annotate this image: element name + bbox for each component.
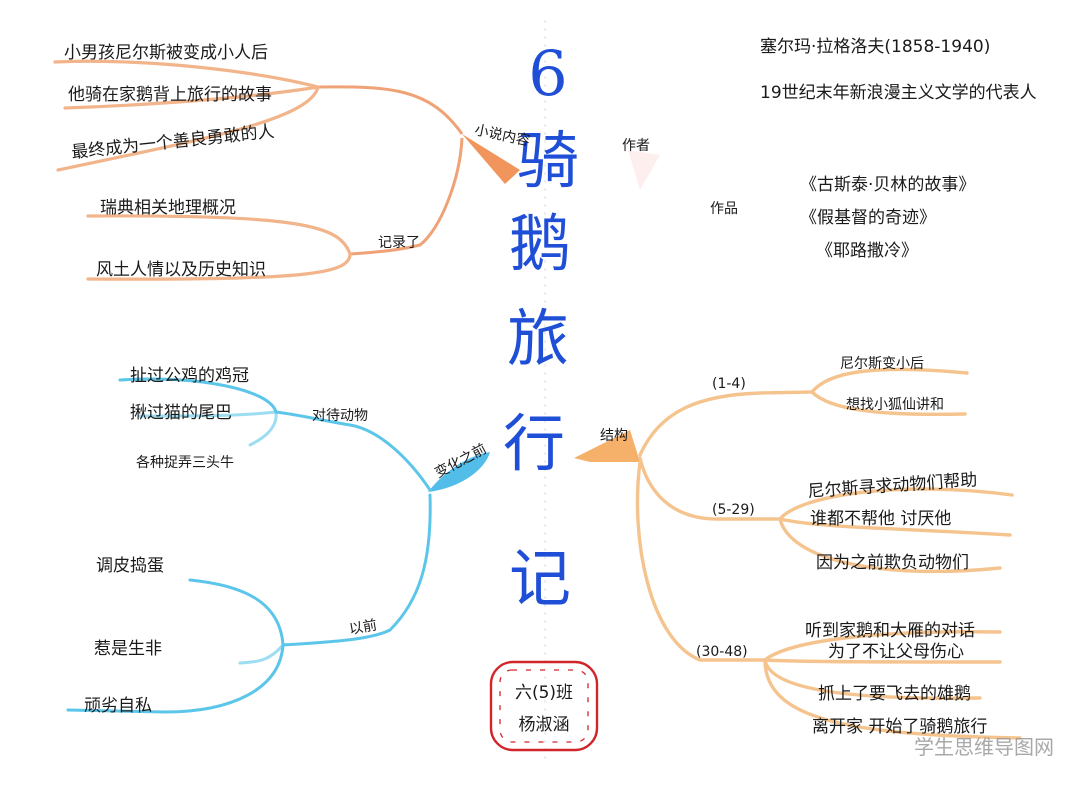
works-item-1: 《古斯泰·贝林的故事》 <box>800 175 975 195</box>
title-char-5: 记 <box>509 542 571 615</box>
before-line-1 <box>188 578 285 647</box>
animals-main-branch <box>274 410 432 492</box>
signature-name: 杨淑涵 <box>519 715 570 735</box>
section-2-branch <box>638 456 782 521</box>
plot-item-1: 小男孩尼尔斯被变成小人后 <box>64 43 268 63</box>
section-3-line-3 <box>763 658 982 700</box>
plot-item-3: 最终成为一个善良勇敢的人 <box>70 122 275 163</box>
section-2-item-3: 因为之前欺负动物们 <box>816 553 969 573</box>
branch-author: 作者 塞尔玛·拉格洛夫(1858-1940) 19世纪末年新浪漫主义文学的代表人 <box>622 37 1037 190</box>
animals-line-3 <box>248 410 278 447</box>
plot-node-shape <box>462 134 520 184</box>
section-1-item-2: 想找小狐仙讲和 <box>846 397 944 413</box>
structure-label: 结构 <box>600 428 628 444</box>
record-item-2: 风土人情以及历史知识 <box>96 260 266 280</box>
author-label: 作者 <box>622 138 650 154</box>
section-3-item-2: 为了不让父母伤心 <box>828 642 964 662</box>
section-2-item-2: 谁都不帮他 讨厌他 <box>810 509 951 529</box>
section-3-branch <box>635 460 767 662</box>
author-name: 塞尔玛·拉格洛夫(1858-1940) <box>760 37 990 57</box>
works-item-3: 《耶路撒冷》 <box>816 241 918 261</box>
watermark: 学生思维导图网 <box>914 735 1054 759</box>
section-3-line-4 <box>763 658 1022 740</box>
section-1-line-1 <box>810 367 969 394</box>
plot-line-2 <box>63 85 320 110</box>
animals-item-3: 各种捉弄三头牛 <box>136 455 234 471</box>
section-2-line-1 <box>778 487 1014 521</box>
record-main-branch <box>349 137 464 256</box>
signature-dashed-border <box>499 669 589 743</box>
record-label: 记录了 <box>378 235 420 251</box>
before-item-2: 惹是生非 <box>94 639 162 659</box>
title-char-1: 骑 <box>517 124 579 197</box>
title-group: 6 骑 鹅 旅 行 记 <box>503 37 579 615</box>
record-line-1 <box>86 214 352 256</box>
branch-works: 作品 《古斯泰·贝林的故事》 《假基督的奇迹》 《耶路撒冷》 <box>710 175 975 261</box>
branch-change: 变化之前 对待动物 扯过公鸡的鸡冠 揪过猫的尾巴 各种捉弄三头牛 以前 调皮捣蛋… <box>66 366 490 716</box>
branch-plot: 小说内容 小男孩尼尔斯被变成小人后 他骑在家鹅背上旅行的故事 最终成为一个善良勇… <box>53 43 531 281</box>
section-3-line-1 <box>763 630 1002 662</box>
section-3-item-4: 离开家 开始了骑鹅旅行 <box>812 717 987 737</box>
animals-line-2 <box>138 410 278 418</box>
works-item-2: 《假基督的奇迹》 <box>800 208 936 228</box>
before-line-3 <box>66 643 285 714</box>
structure-node-shape <box>574 430 640 462</box>
before-line-2 <box>238 643 285 665</box>
signature-class: 六(5)班 <box>515 683 573 703</box>
title-char-4: 行 <box>503 407 565 480</box>
section-2-item-1: 尼尔斯寻求动物们帮助 <box>807 470 978 502</box>
section-1-item-1: 尼尔斯变小后 <box>840 356 924 372</box>
section-2-line-2 <box>778 517 1012 537</box>
record-item-1: 瑞典相关地理概况 <box>100 198 236 218</box>
title-char-2: 鹅 <box>509 207 571 280</box>
section-2-label: (5-29) <box>712 502 755 518</box>
section-2-line-3 <box>778 517 1002 574</box>
animals-item-1: 扯过公鸡的鸡冠 <box>130 366 249 386</box>
before-item-1: 调皮捣蛋 <box>96 556 164 576</box>
section-1-label: (1-4) <box>712 376 746 392</box>
works-label: 作品 <box>710 201 738 217</box>
before-item-3: 顽劣自私 <box>84 696 152 716</box>
section-3-item-1: 听到家鹅和大雁的对话 <box>805 621 975 641</box>
author-node-shape <box>628 150 660 190</box>
animals-line-1 <box>118 377 278 414</box>
plot-line-3 <box>56 85 320 172</box>
section-3-label: (30-48) <box>696 644 748 660</box>
animals-item-2: 揪过猫的尾巴 <box>130 403 232 423</box>
before-label: 以前 <box>348 616 379 638</box>
title-char-3: 旅 <box>507 302 569 375</box>
author-desc: 19世纪末年新浪漫主义文学的代表人 <box>760 83 1037 103</box>
signature-border <box>489 660 599 752</box>
plot-line-1 <box>53 59 320 89</box>
plot-item-2: 他骑在家鹅背上旅行的故事 <box>68 85 272 105</box>
section-3-line-2 <box>763 658 1002 664</box>
section-1-branch <box>638 390 814 457</box>
record-line-2 <box>86 252 352 281</box>
animals-label: 对待动物 <box>312 408 368 424</box>
signature-box: 六(5)班 杨淑涵 <box>489 660 599 752</box>
change-node-shape <box>428 452 490 492</box>
before-main-branch <box>281 493 432 647</box>
plot-main-branch <box>317 85 464 135</box>
title-number: 6 <box>528 37 567 110</box>
branch-structure: 结构 (1-4) 尼尔斯变小后 想找小狐仙讲和 (5-29) 尼尔斯寻求动物们帮… <box>574 356 1022 740</box>
section-1-line-2 <box>810 390 967 417</box>
section-3-item-3: 抓上了要飞去的雄鹅 <box>818 684 971 704</box>
